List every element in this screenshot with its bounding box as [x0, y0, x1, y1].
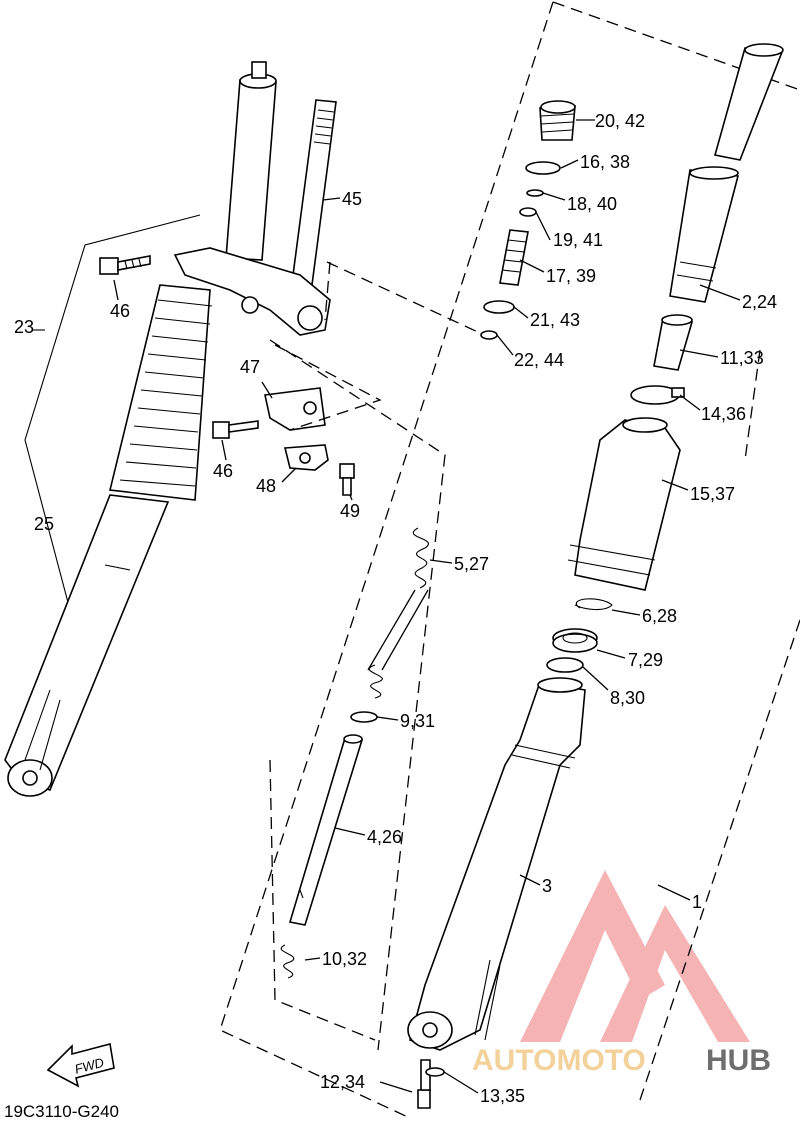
watermark-brand-right: HUB	[706, 1044, 771, 1077]
bolt-46-upper	[99, 255, 151, 275]
part-labels: 20, 42 16, 38 18, 40 19, 41 17, 39 21, 4…	[14, 111, 777, 1106]
adjuster-17-39	[499, 229, 529, 286]
callout-7-29: 7,29	[628, 650, 663, 670]
oil-seal-7-29	[552, 628, 598, 653]
callout-1: 1	[692, 892, 702, 912]
watermark-brand-left: AUTOMOTO	[472, 1044, 646, 1077]
callout-3: 3	[542, 876, 552, 896]
damper-rod-4-26	[288, 734, 364, 926]
washer-21-43	[483, 300, 515, 314]
rebound-spring-10-32	[280, 944, 295, 979]
leader-lines	[113, 119, 741, 1094]
cap-bolt-20-42	[539, 100, 576, 141]
callout-4-26: 4,26	[367, 827, 402, 847]
forward-direction-arrow: FWD	[46, 1043, 115, 1088]
diagram-code: 19C3110-G240	[4, 1102, 119, 1121]
connection-lines	[269, 261, 496, 1051]
callout-5-27: 5,27	[454, 554, 489, 574]
callout-46-lower: 46	[213, 461, 233, 481]
callout-48: 48	[256, 476, 276, 496]
callout-23: 23	[14, 317, 34, 337]
clamp-48	[283, 444, 329, 471]
washer-13-35	[425, 1067, 445, 1077]
callout-21-43: 21, 43	[530, 310, 580, 330]
callout-46-upper: 46	[110, 301, 130, 321]
callout-17-39: 17, 39	[546, 266, 596, 286]
callout-8-30: 8,30	[610, 688, 645, 708]
o-ring-16-38	[525, 161, 561, 175]
callout-10-32: 10,32	[322, 949, 367, 969]
callout-6-28: 6,28	[642, 606, 677, 626]
outer-tube-3	[407, 677, 586, 1051]
bolt-46-lower	[212, 420, 259, 439]
circlip-6-28	[574, 598, 613, 611]
callout-25: 25	[34, 514, 54, 534]
callout-18-40: 18, 40	[567, 194, 617, 214]
left-fork-assembly	[4, 61, 337, 797]
ring-9-31	[350, 711, 378, 723]
fwd-label: FWD	[73, 1055, 105, 1077]
assembly-bracket-lines	[24, 214, 201, 611]
bracket-plate-47	[264, 387, 326, 431]
callout-12-34: 12,34	[320, 1072, 365, 1092]
automotohub-watermark-logo: AUTOMOTO HUB	[472, 870, 771, 1077]
callout-20-42: 20, 42	[595, 111, 645, 131]
inner-tube-2-24	[669, 43, 784, 303]
washer-18-40	[526, 189, 544, 197]
band-clamp-14-36	[630, 385, 685, 405]
callout-14-36: 14,36	[701, 404, 746, 424]
callout-22-44: 22, 44	[514, 350, 564, 370]
washer-22-44	[480, 330, 498, 340]
callout-49: 49	[340, 501, 360, 521]
callout-9-31: 9,31	[400, 711, 435, 731]
spring-5-27	[367, 527, 429, 699]
callout-45: 45	[342, 189, 362, 209]
callout-47: 47	[240, 357, 260, 377]
collar-11-33	[653, 314, 694, 371]
washer-8-30	[546, 657, 584, 673]
callout-11-33: 11,33	[720, 348, 764, 368]
o-ring-19-41	[519, 207, 537, 217]
callout-15-37: 15,37	[690, 484, 735, 504]
callout-13-35: 13,35	[480, 1086, 525, 1106]
bolt-12-34	[417, 1059, 431, 1109]
callout-19-41: 19, 41	[553, 230, 603, 250]
bolt-49	[339, 463, 355, 496]
dust-boot-15-37	[567, 417, 681, 591]
callout-2-24: 2,24	[742, 292, 777, 312]
callout-16-38: 16, 38	[580, 152, 630, 172]
